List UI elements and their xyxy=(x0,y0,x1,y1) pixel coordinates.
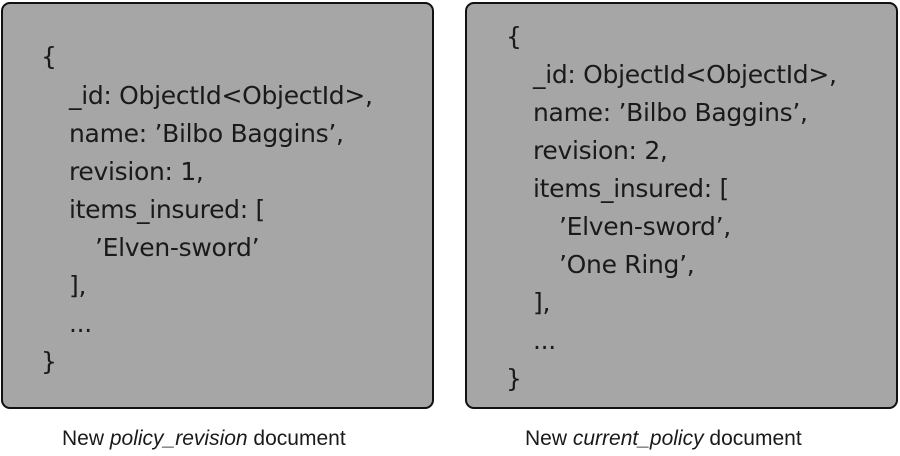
document-line: ], xyxy=(533,288,551,317)
policy-revision-caption: New policy_revision document xyxy=(62,424,346,454)
document-line: } xyxy=(41,347,57,376)
document-line: name: ’Bilbo Baggins’, xyxy=(69,119,344,148)
document-line: items_insured: [ xyxy=(69,195,265,224)
caption-prefix: New xyxy=(525,427,573,450)
current-policy-document-box: { _id: ObjectId<ObjectId>, name: ’Bilbo … xyxy=(465,2,898,409)
document-line: ’Elven-sword’, xyxy=(559,212,731,241)
caption-suffix: document xyxy=(703,427,802,450)
document-line: ... xyxy=(69,309,92,338)
caption-collection-name: policy_revision xyxy=(109,427,248,450)
document-line: { xyxy=(41,42,57,71)
document-line: items_insured: [ xyxy=(533,174,729,203)
document-line: { xyxy=(506,22,522,51)
policy-revision-document-box: { _id: ObjectId<ObjectId>, name: ’Bilbo … xyxy=(1,2,434,409)
document-line: ’Elven-sword’ xyxy=(95,233,260,262)
document-line: ’One Ring’, xyxy=(559,250,695,279)
caption-collection-name: current_policy xyxy=(572,427,704,450)
document-line: revision: 1, xyxy=(69,157,204,186)
document-line: name: ’Bilbo Baggins’, xyxy=(533,98,808,127)
document-line: ... xyxy=(533,326,556,355)
caption-prefix: New xyxy=(62,427,110,450)
current-policy-caption: New current_policy document xyxy=(525,424,802,454)
document-line: ], xyxy=(69,271,87,300)
caption-suffix: document xyxy=(247,427,346,450)
document-line: _id: ObjectId<ObjectId>, xyxy=(533,60,837,89)
document-line: revision: 2, xyxy=(533,136,668,165)
document-line: } xyxy=(506,364,522,393)
document-line: _id: ObjectId<ObjectId>, xyxy=(69,81,373,110)
